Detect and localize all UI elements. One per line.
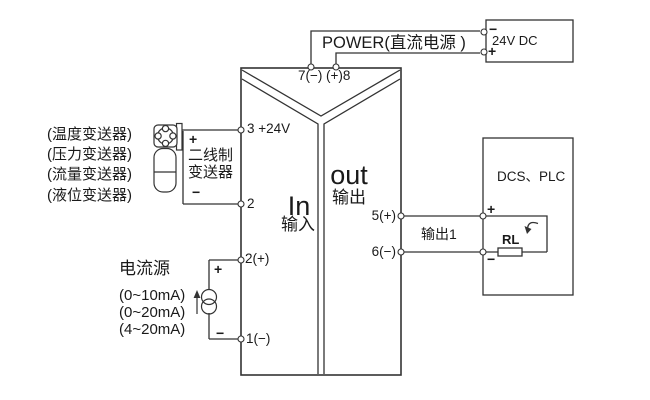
- current-source-wires: [208, 259, 238, 340]
- terminal-2-plus-label: 2(+): [245, 251, 270, 266]
- transmitter-plus-sign: +: [189, 131, 198, 147]
- feedback-arrow-head: [524, 226, 532, 234]
- current-source-plus-sign: +: [214, 261, 223, 277]
- current-range-4-20: (4~20mA): [119, 321, 186, 338]
- isolation-divider-outer: [241, 69, 401, 117]
- power-supply-box: [485, 19, 574, 63]
- dcs-minus-terminal: [479, 248, 487, 256]
- isolation-divider-right: [323, 78, 401, 374]
- supply-plus-terminal: [480, 48, 488, 56]
- input-subtitle: 输入: [281, 215, 315, 234]
- terminal-3: [237, 126, 245, 134]
- transmitter-type-temperature: (温度变送器): [47, 126, 132, 143]
- isolator-block: [240, 67, 402, 376]
- power-wire-positive: [335, 52, 480, 67]
- supply-plus-sign: +: [488, 43, 497, 59]
- isolation-divider-left: [241, 78, 319, 374]
- terminal-7-label: 7(−): [298, 68, 323, 83]
- transmitter-type-level: (液位变送器): [47, 187, 132, 204]
- terminal-7: [307, 63, 315, 71]
- current-arrow-head: [193, 290, 201, 298]
- current-source-icon: [196, 288, 218, 315]
- terminal-8: [332, 63, 340, 71]
- dcs-plus-sign: +: [487, 201, 496, 217]
- terminal-6: [397, 248, 405, 256]
- load-resistor: [497, 247, 523, 257]
- power-label: POWER(直流电源 ): [322, 34, 466, 52]
- current-range-0-20: (0~20mA): [119, 304, 186, 321]
- power-wire-negative: [310, 30, 480, 67]
- current-source-minus-sign: −: [216, 325, 225, 341]
- transmitter-icon: [153, 122, 183, 193]
- current-source-title: 电流源: [119, 259, 170, 278]
- transmitter-minus-sign: −: [192, 184, 201, 200]
- transmitter-loop-wires: [181, 129, 238, 205]
- terminal-2-plus: [237, 256, 245, 264]
- terminals: [237, 28, 488, 343]
- output-subtitle: 输出: [332, 188, 366, 207]
- terminal-2: [237, 200, 245, 208]
- terminal-1-label: 1(−): [246, 331, 271, 346]
- terminal-2-label: 2: [247, 196, 255, 211]
- dcs-minus-sign: −: [487, 251, 496, 267]
- terminal-3-label: 3 +24V: [247, 121, 291, 136]
- two-wire-label-line2: 变送器: [188, 164, 234, 181]
- supply-minus-sign: −: [489, 21, 498, 37]
- current-range-0-10: (0~10mA): [119, 287, 186, 304]
- load-resistor-label: RL: [502, 232, 520, 247]
- output-title: out: [330, 160, 368, 190]
- supply-voltage: 24V DC: [492, 33, 538, 48]
- terminal-5: [397, 212, 405, 220]
- input-title: In: [287, 191, 311, 221]
- terminal-5-label: 5(+): [371, 208, 396, 223]
- dcs-plus-terminal: [479, 212, 487, 220]
- transmitter-type-pressure: (压力变送器): [47, 146, 132, 163]
- supply-minus-terminal: [480, 28, 488, 36]
- load-loop: [486, 215, 548, 253]
- two-wire-label-line1: 二线制: [188, 147, 234, 164]
- output-channel-label: 输出1: [421, 226, 457, 242]
- output-wires: [404, 215, 480, 253]
- terminal-1: [237, 335, 245, 343]
- transmitter-type-flow: (流量变送器): [47, 166, 132, 183]
- dcs-plc-label: DCS、PLC: [497, 169, 566, 184]
- terminal-6-label: 6(−): [371, 244, 396, 259]
- terminal-8-label: (+)8: [326, 68, 351, 83]
